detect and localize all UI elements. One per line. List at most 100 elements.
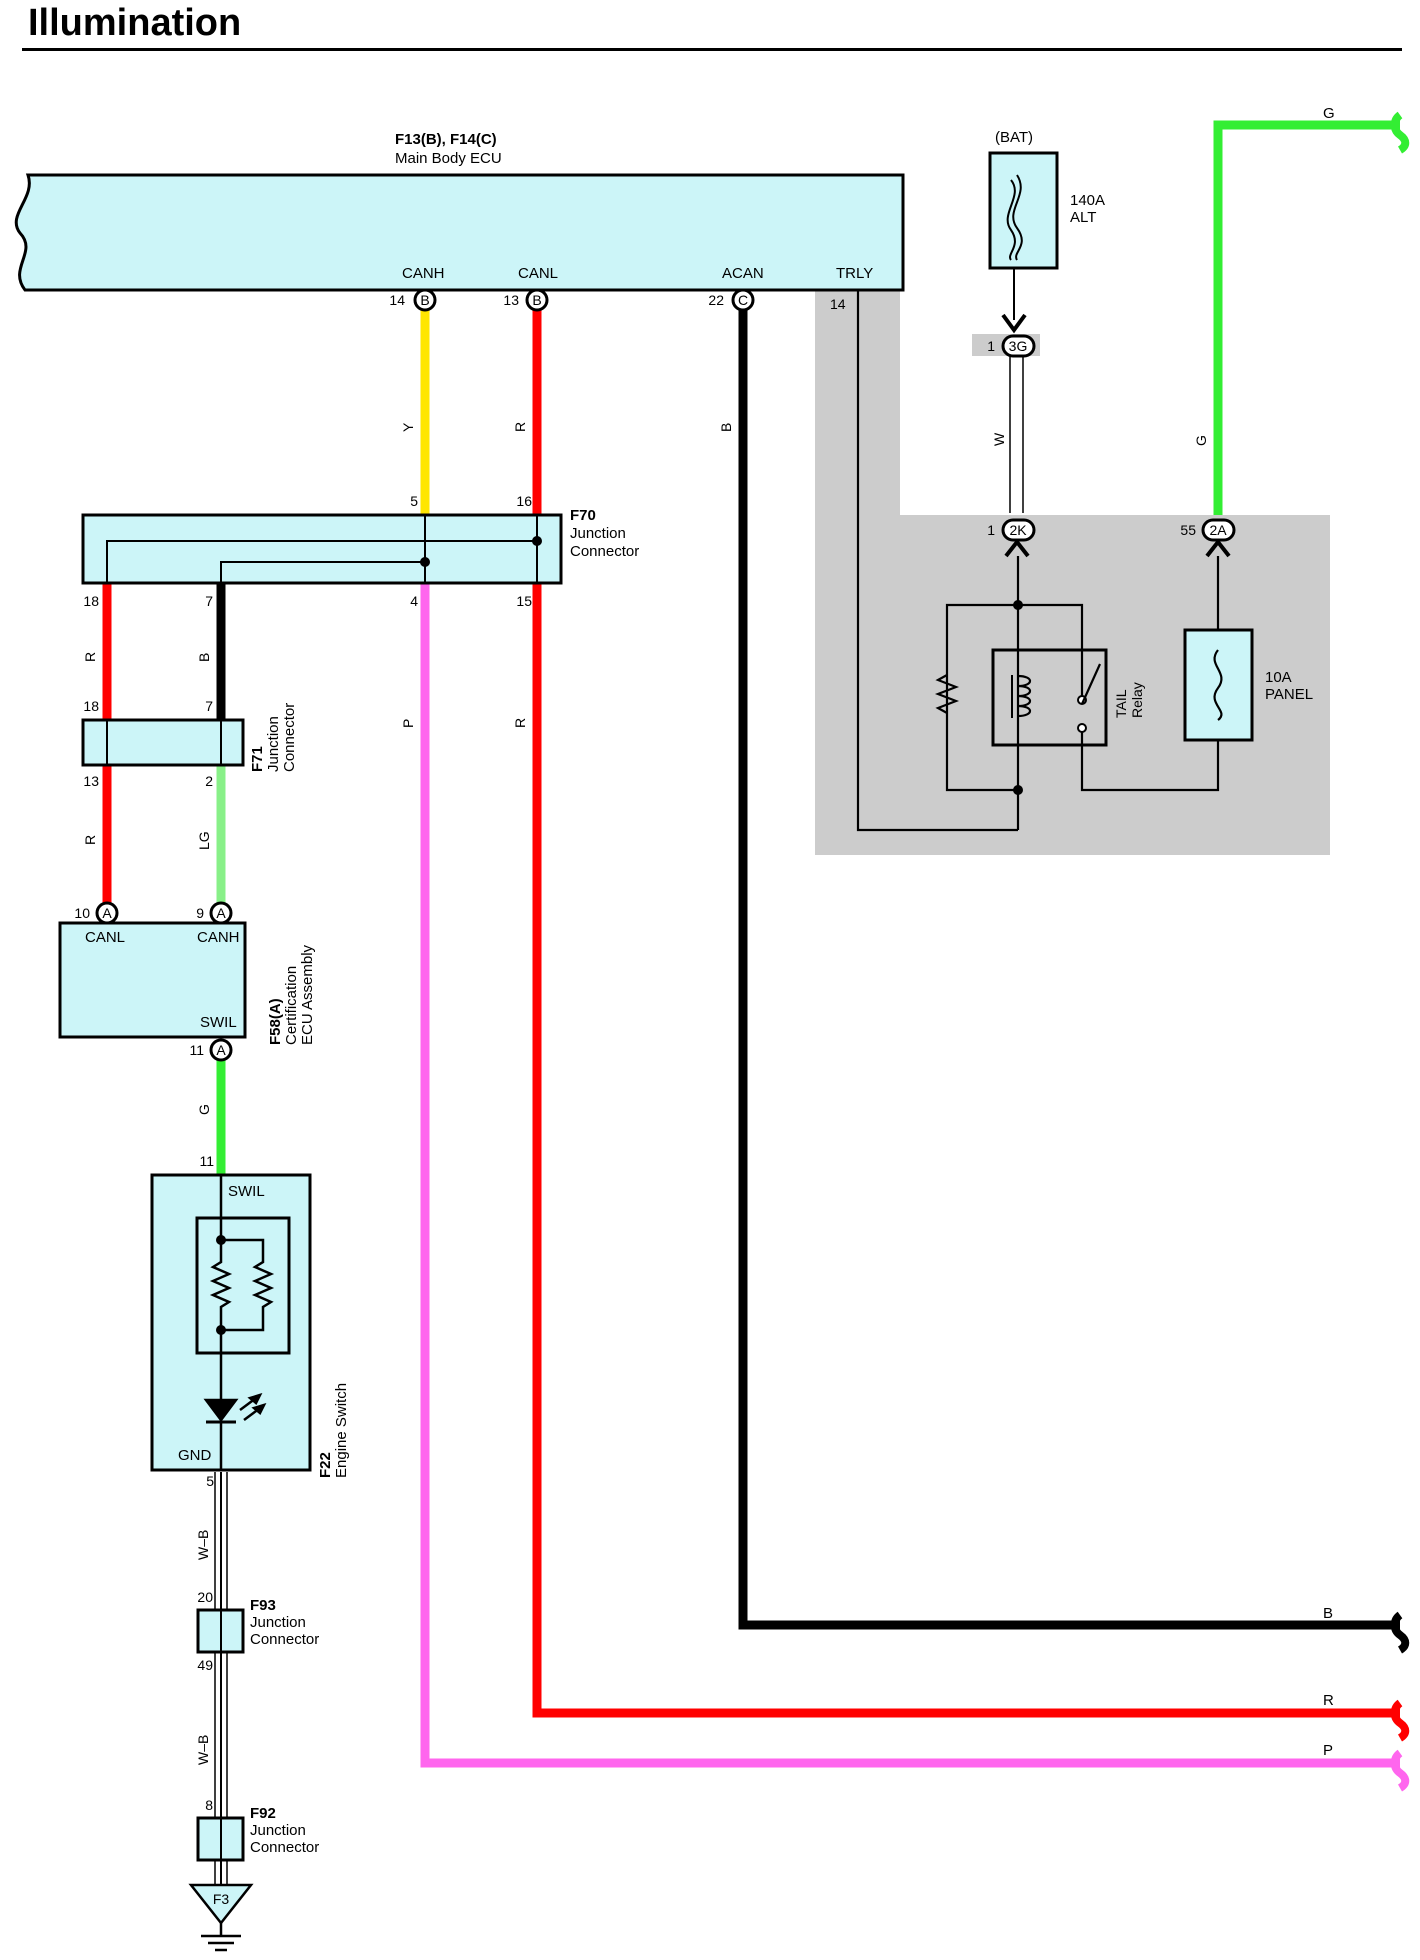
f70-pin-16: 16: [516, 493, 532, 509]
alt-fuse-box: [988, 151, 1059, 270]
continuation-tails: [1390, 111, 1410, 1792]
continuation-label-r: R: [1323, 1692, 1334, 1709]
panel-fuse-rating: 10A: [1265, 669, 1292, 686]
f58-certification-ecu-box: [58, 921, 247, 1039]
f71-pin-7: 7: [205, 698, 213, 714]
f58-pin-canl: A 10: [74, 901, 119, 925]
f70-junction-connector: [81, 513, 563, 585]
relay-junction-dot-2: [1013, 785, 1023, 795]
svg-text:14: 14: [389, 292, 405, 308]
svg-text:R: R: [512, 422, 528, 432]
wire-gnd-white-black: [214, 1472, 228, 1885]
continuation-label-g: G: [1323, 105, 1335, 122]
title-underline: [22, 48, 1402, 51]
f22-junction-dot-bottom: [216, 1325, 226, 1335]
svg-text:LG: LG: [196, 831, 212, 850]
connector-3g: 3G 1: [987, 334, 1036, 358]
main-ecu-terminal-acan: ACAN: [722, 265, 764, 282]
svg-text:A: A: [216, 1042, 226, 1058]
tail-relay: [991, 648, 1108, 747]
svg-text:10: 10: [74, 905, 90, 921]
f70-code: F70: [570, 507, 596, 524]
f58-terminal-swil: SWIL: [200, 1014, 237, 1031]
main-ecu-name: Main Body ECU: [395, 150, 502, 167]
svg-text:C: C: [738, 292, 748, 308]
svg-text:Relay: Relay: [1129, 682, 1145, 718]
tail-relay-label: TAIL Relay: [1113, 682, 1145, 718]
main-body-ecu-box: [14, 173, 905, 292]
svg-text:9: 9: [196, 905, 204, 921]
f58-label: F58(A) Certification ECU Assembly: [267, 944, 316, 1045]
f22-pin-5: 5: [206, 1473, 214, 1489]
svg-text:ECU Assembly: ECU Assembly: [299, 944, 316, 1045]
f22-pin-11: 11: [199, 1153, 214, 1169]
f71-pin-2: 2: [205, 773, 213, 789]
svg-text:B: B: [420, 292, 429, 308]
panel-fuse: [1183, 628, 1254, 742]
f71-pin-18: 18: [83, 698, 99, 714]
svg-text:B: B: [532, 292, 541, 308]
f70-pin-7: 7: [205, 593, 213, 609]
wire-acan-black: [738, 310, 1400, 1630]
f92-code: F92: [250, 1805, 276, 1822]
svg-text:11: 11: [189, 1042, 204, 1058]
svg-text:F71: F71: [249, 746, 266, 772]
main-ecu-terminal-canh: CANH: [402, 265, 445, 282]
main-ecu-pin-acan: C 22: [708, 288, 755, 312]
wire-labels: Y R B W G R B P R R LG G W–B W–B: [82, 422, 1209, 1765]
svg-text:P: P: [400, 719, 416, 728]
f70-pin-4: 4: [410, 593, 418, 609]
f93-code: F93: [250, 1597, 276, 1614]
f70-pin-5: 5: [410, 493, 418, 509]
svg-text:F58(A): F58(A): [267, 998, 284, 1045]
svg-text:G: G: [196, 1104, 212, 1115]
svg-text:R: R: [512, 718, 528, 728]
main-ecu-pin-trly: 14: [830, 296, 846, 312]
svg-text:Y: Y: [400, 422, 416, 432]
svg-text:2A: 2A: [1209, 522, 1227, 538]
svg-text:W: W: [991, 432, 1007, 446]
f93-pin-49: 49: [197, 1657, 213, 1673]
svg-text:B: B: [196, 653, 212, 662]
main-ecu-terminal-trly: TRLY: [836, 265, 873, 282]
f92-name-2: Connector: [250, 1839, 319, 1856]
svg-text:W–B: W–B: [195, 1735, 211, 1765]
svg-text:TAIL: TAIL: [1113, 689, 1129, 718]
battery-label: (BAT): [995, 129, 1033, 146]
f93-name-1: Junction: [250, 1614, 306, 1631]
f70-pin-15: 15: [516, 593, 532, 609]
wire-fuse-out-green: [1213, 120, 1400, 515]
f71-label: F71 Junction Connector: [249, 703, 298, 772]
svg-text:1: 1: [987, 338, 995, 354]
relay-junction-dot-1: [1013, 600, 1023, 610]
f92-name-1: Junction: [250, 1822, 306, 1839]
f70-name-2: Connector: [570, 543, 639, 560]
svg-text:R: R: [82, 652, 98, 662]
connector-2a: 2A 55: [1180, 518, 1236, 558]
f71-pin-13: 13: [83, 773, 99, 789]
svg-text:Junction: Junction: [265, 716, 282, 772]
main-ecu-terminal-canl: CANL: [518, 265, 558, 282]
f22-internal-circuit: [195, 1175, 291, 1470]
f58-pin-swil: A 11: [189, 1038, 233, 1062]
svg-text:Connector: Connector: [281, 703, 298, 772]
f58-pin-canh: A 9: [196, 901, 233, 925]
f70-pin-18: 18: [83, 593, 99, 609]
f22-terminal-gnd: GND: [178, 1447, 212, 1464]
svg-text:A: A: [216, 905, 226, 921]
main-ecu-pin-canh: B 14: [389, 288, 437, 312]
page-title: Illumination: [28, 2, 242, 44]
alt-fuse-rating: 140A: [1070, 192, 1105, 209]
connector-2k: 2K 1: [987, 518, 1036, 558]
svg-text:55: 55: [1180, 522, 1196, 538]
f70-name-1: Junction: [570, 525, 626, 542]
svg-text:Certification: Certification: [283, 966, 300, 1045]
svg-text:R: R: [82, 835, 98, 845]
f71-junction-connector: [81, 718, 245, 767]
continuation-label-p: P: [1323, 1742, 1333, 1759]
main-ecu-code: F13(B), F14(C): [395, 131, 497, 148]
svg-text:3G: 3G: [1009, 338, 1028, 354]
f93-name-2: Connector: [250, 1631, 319, 1648]
relay-block-circuit: [856, 290, 1220, 832]
